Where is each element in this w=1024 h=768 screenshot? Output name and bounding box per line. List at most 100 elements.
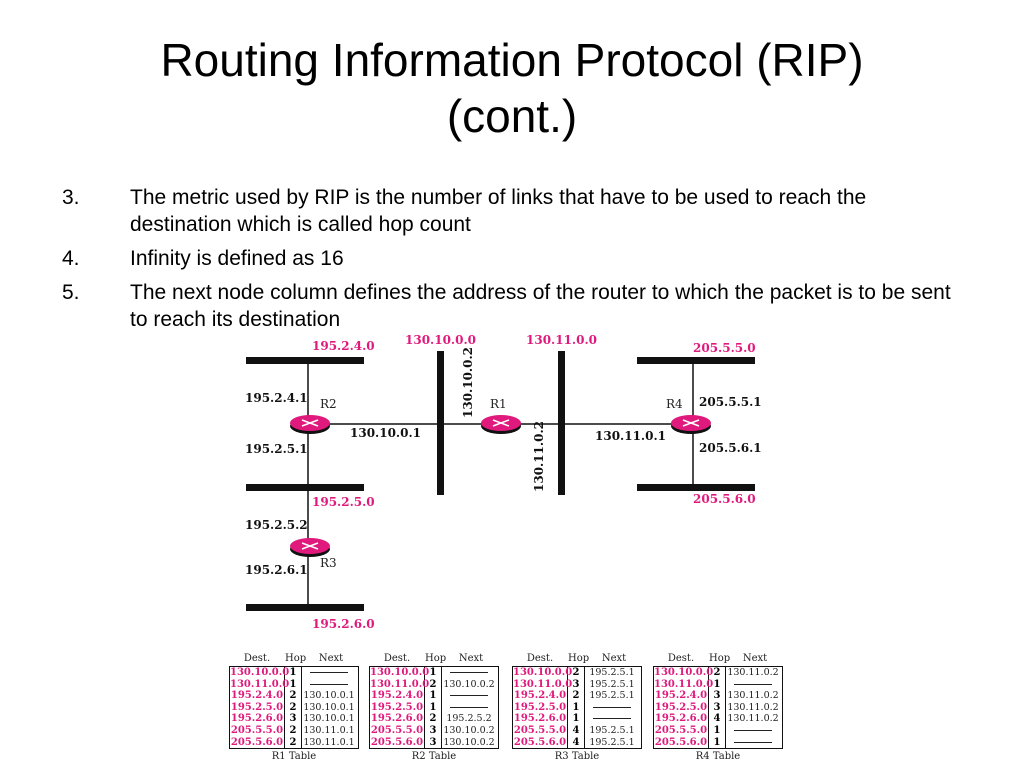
- router-r2-icon: [290, 415, 330, 434]
- cell-next: 130.10.0.2: [443, 678, 495, 690]
- cell-next: 195.2.5.1: [589, 678, 635, 690]
- cell-next: 130.11.0.2: [727, 713, 779, 725]
- cell-hop: 3: [289, 713, 297, 725]
- cell-next: 195.2.5.1: [589, 667, 635, 678]
- cell-next: 130.11.0.2: [727, 667, 779, 678]
- interface-label: 130.10.0.2: [461, 347, 475, 418]
- cell-next: [302, 679, 356, 691]
- network-bar-130-11-0-0: [558, 351, 565, 495]
- cell-next: [302, 667, 356, 679]
- cell-hop: 4: [713, 713, 721, 725]
- router-name-r4: R4: [666, 397, 683, 411]
- network-label: 130.10.0.0: [405, 333, 476, 347]
- cell-hop: 4: [572, 736, 580, 748]
- cell-hop: 2: [289, 690, 297, 702]
- cell-dest: 130.10.0.0: [230, 667, 290, 678]
- header-hop: Hop: [425, 653, 447, 664]
- cell-next: [726, 737, 780, 749]
- cell-hop: 1: [429, 701, 437, 713]
- cell-next: [726, 725, 780, 737]
- direct-route-dash: [593, 718, 631, 720]
- network-label: 195.2.5.0: [312, 495, 375, 509]
- cell-hop: 1: [572, 701, 580, 713]
- network-label: 130.11.0.0: [526, 333, 597, 347]
- bullet-item: 3. The metric used by RIP is the number …: [62, 184, 962, 238]
- interface-label: 195.2.5.1: [245, 442, 308, 456]
- cell-next: 195.2.5.1: [589, 724, 635, 736]
- interface-label: 195.2.5.2: [245, 518, 308, 532]
- cell-dest: 195.2.5.0: [370, 701, 424, 713]
- cell-hop: 3: [572, 678, 580, 690]
- table-caption: R1 Table: [271, 751, 317, 763]
- cell-next: [442, 702, 496, 714]
- cell-next: [585, 702, 639, 714]
- direct-route-dash: [310, 672, 348, 673]
- cell-dest: 130.11.0.0: [370, 678, 430, 690]
- header-dest: Dest.: [667, 653, 695, 664]
- cell-next: 195.2.5.1: [589, 736, 635, 748]
- cell-next: 130.10.0.2: [443, 724, 495, 736]
- direct-route-dash: [593, 706, 631, 708]
- cell-dest: 130.11.0.0: [513, 678, 573, 690]
- cell-hop: 1: [289, 678, 297, 690]
- cell-dest: 130.11.0.0: [230, 678, 290, 690]
- cell-hop: 3: [429, 736, 437, 748]
- router-r1-icon: [481, 415, 521, 434]
- router-r4-icon: [671, 415, 711, 434]
- direct-route-dash: [734, 729, 772, 731]
- cell-dest: 205.5.5.0: [654, 724, 708, 736]
- direct-route-dash: [450, 706, 488, 708]
- cell-hop: 2: [572, 667, 580, 678]
- cell-next: [585, 713, 639, 725]
- cell-dest: 205.5.5.0: [230, 724, 284, 736]
- cell-hop: 2: [429, 678, 437, 690]
- bullet-item: 5. The next node column defines the addr…: [62, 279, 962, 333]
- direct-route-dash: [310, 683, 348, 685]
- cell-dest: 130.10.0.0: [370, 667, 430, 678]
- network-diagram: R2 R1 R4 R3 195.2.4.0 130.10.0.0 130.11.…: [245, 333, 762, 631]
- cell-dest: 205.5.6.0: [513, 736, 567, 748]
- cell-hop: 2: [572, 690, 580, 702]
- network-bar-205-5-5-0: [637, 357, 755, 364]
- router-name-r3: R3: [320, 556, 337, 570]
- cell-dest: 195.2.4.0: [370, 690, 424, 702]
- header-dest: Dest.: [243, 653, 271, 664]
- slide-title: Routing Information Protocol (RIP) (cont…: [0, 32, 1024, 144]
- cell-dest: 205.5.6.0: [654, 736, 708, 748]
- table-caption: R4 Table: [695, 751, 741, 763]
- cell-next: 195.2.5.2: [446, 713, 492, 725]
- header-dest: Dest.: [383, 653, 411, 664]
- header-dest: Dest.: [526, 653, 554, 664]
- cell-hop: 1: [572, 713, 580, 725]
- cell-hop: 1: [429, 690, 437, 702]
- bullet-list: 3. The metric used by RIP is the number …: [62, 184, 962, 340]
- cell-next: 130.11.0.2: [727, 690, 779, 702]
- title-line-1: Routing Information Protocol (RIP): [160, 34, 864, 86]
- cell-dest: 205.5.6.0: [370, 736, 424, 748]
- table-caption: R2 Table: [411, 751, 457, 763]
- router-r3-icon: [290, 538, 330, 557]
- network-bar-195-2-4-0: [246, 357, 364, 364]
- bullet-number: 5.: [62, 281, 80, 304]
- cell-hop: 2: [713, 667, 721, 678]
- network-label: 205.5.6.0: [693, 492, 756, 506]
- cell-hop: 1: [429, 667, 437, 678]
